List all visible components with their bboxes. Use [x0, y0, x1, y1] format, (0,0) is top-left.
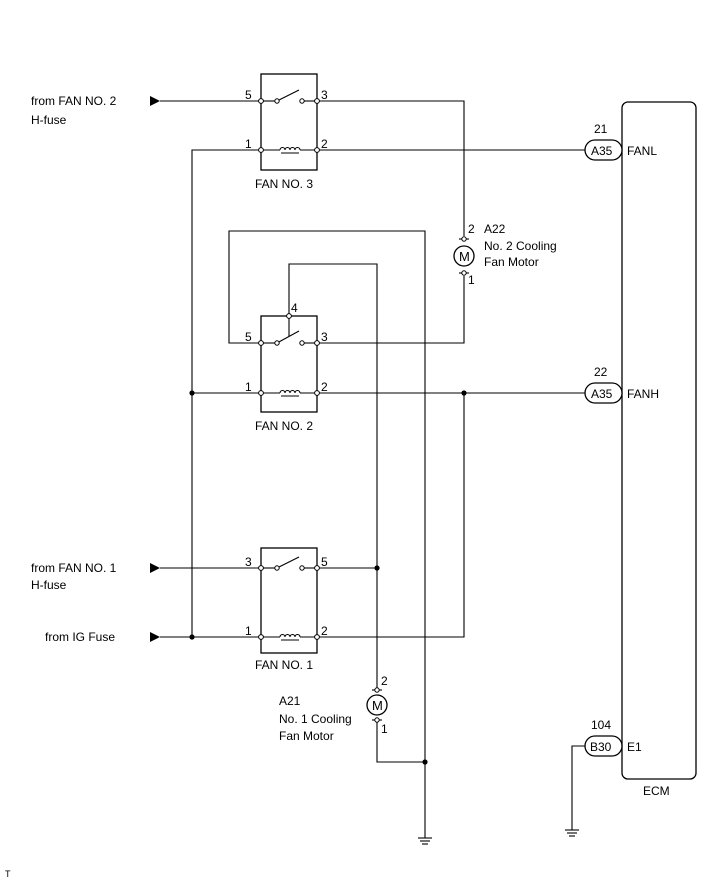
ecm-pin-number: 22 [594, 365, 608, 379]
motor-icon [366, 694, 388, 716]
arrow-icon [150, 632, 160, 642]
footer-mark: T [5, 869, 11, 879]
motor-a22-pin-top: 2 [468, 222, 475, 236]
ecm: ECM 21 A35 FANL 22 A35 FANH 104 B30 E1 [584, 101, 697, 798]
junction-dot [189, 634, 195, 640]
ecm-label: ECM [643, 784, 670, 798]
wires [160, 100, 586, 838]
junction-dot [374, 565, 380, 571]
relay-fan-no-1: 3 5 1 2 FAN NO. 1 [245, 547, 328, 672]
relay2-pin-2: 2 [321, 380, 328, 394]
connector-a35-fanh [584, 382, 623, 404]
motor-a21-name-line1: No. 1 Cooling [279, 712, 352, 726]
ecm-pin-number: 104 [591, 718, 611, 732]
relay1-pin-2: 2 [321, 624, 328, 638]
ecm-pin-number: 21 [594, 122, 608, 136]
ecm-signal: E1 [627, 740, 642, 754]
relay3-label: FAN NO. 3 [255, 177, 313, 191]
relay1-pin-5: 5 [321, 555, 328, 569]
connector-a35-fanl [584, 139, 623, 161]
motor-a21-code: A21 [279, 694, 301, 708]
connector-b30-e1 [584, 735, 623, 757]
ig-fuse-label: from IG Fuse [45, 630, 115, 644]
motor-a21-pin-top: 2 [381, 674, 388, 688]
motor-a21-symbol: M [372, 698, 383, 713]
motor-a22-code: A22 [484, 222, 506, 236]
arrow-icon [150, 96, 160, 106]
motor-a22: M 2 1 A22 No. 2 Cooling Fan Motor [453, 222, 557, 287]
motor-a22-symbol: M [459, 249, 470, 264]
fan2-fuse-label-line2: H-fuse [31, 113, 67, 127]
ecm-connector: B30 [590, 740, 612, 754]
relay2-pin-4: 4 [291, 301, 298, 315]
relay3-pin-5: 5 [245, 88, 252, 102]
junction-dot [422, 759, 428, 765]
arrow-icon [150, 563, 160, 573]
relay-fan-no-3: 5 3 1 2 FAN NO. 3 [245, 73, 328, 191]
ecm-signal: FANH [627, 387, 659, 401]
relay3-pin-1: 1 [245, 137, 252, 151]
input-arrows [150, 96, 160, 642]
motor-a21-pin-bottom: 1 [381, 722, 388, 736]
relay3-pin-3: 3 [321, 88, 328, 102]
fan1-fuse-label-line1: from FAN NO. 1 [31, 561, 117, 575]
ecm-connector: A35 [591, 387, 613, 401]
ground-icon [418, 837, 432, 845]
motor-icon [453, 245, 475, 267]
ground-icon [565, 829, 579, 837]
motor-a22-pin-bottom: 1 [468, 273, 475, 287]
relay1-pin-1: 1 [245, 624, 252, 638]
relay2-pin-3: 3 [321, 330, 328, 344]
ecm-connector: A35 [591, 144, 613, 158]
fan1-fuse-label-line2: H-fuse [31, 578, 67, 592]
junctions [189, 390, 467, 765]
ecm-signal: FANL [627, 144, 657, 158]
relay-fan-no-2: 5 4 3 1 2 FAN NO. 2 [245, 301, 328, 433]
motor-a21: M 2 1 A21 No. 1 Cooling Fan Motor [279, 674, 388, 743]
motor-a22-name-line2: Fan Motor [484, 255, 539, 269]
relay2-label: FAN NO. 2 [255, 419, 313, 433]
motor-a22-name-line1: No. 2 Cooling [484, 239, 557, 253]
junction-dot [189, 390, 195, 396]
fan2-fuse-label-line1: from FAN NO. 2 [31, 94, 117, 108]
junction-dot [461, 390, 467, 396]
relay1-pin-3: 3 [245, 555, 252, 569]
relay3-pin-2: 2 [321, 137, 328, 151]
relay2-pin-5: 5 [245, 330, 252, 344]
relay2-pin-1: 1 [245, 380, 252, 394]
motor-a21-name-line2: Fan Motor [279, 729, 334, 743]
relay1-label: FAN NO. 1 [255, 658, 313, 672]
